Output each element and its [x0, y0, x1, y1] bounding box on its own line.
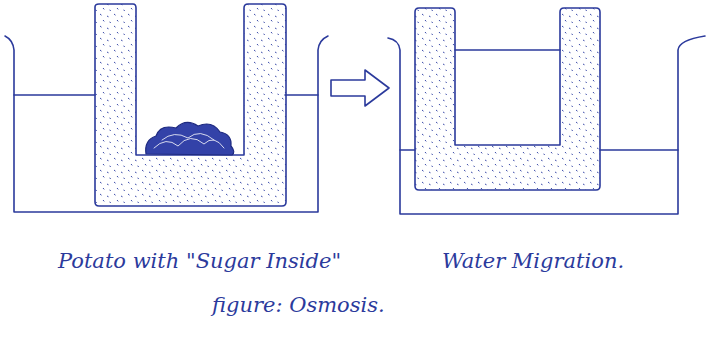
figure-caption: figure: Osmosis.: [212, 292, 385, 318]
process-arrow: [331, 70, 389, 106]
potato: [95, 4, 286, 206]
water-level: [455, 49, 560, 51]
figure-label: Water Migration.: [442, 248, 624, 274]
sugar-scribble: [154, 133, 224, 148]
potato: [415, 8, 600, 190]
sugar: [146, 122, 234, 155]
figure-label: Potato with "Sugar Inside": [58, 248, 341, 274]
